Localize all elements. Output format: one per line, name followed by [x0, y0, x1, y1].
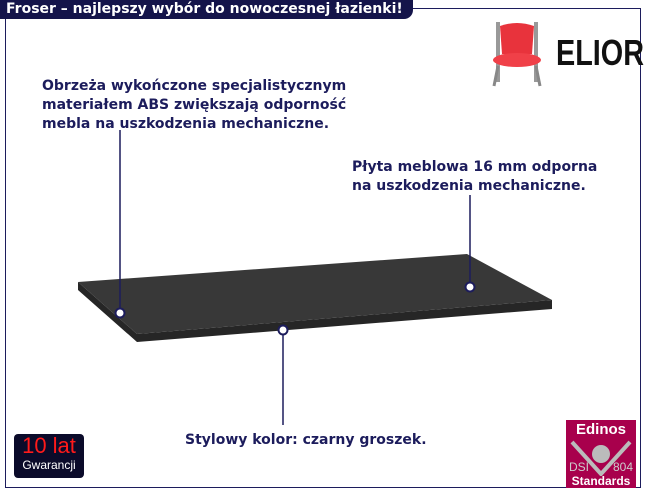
cert-left: DSI: [569, 460, 590, 474]
cert-v-icon: [570, 440, 632, 476]
callout-dot: [114, 307, 126, 319]
brand-name: ELIOR: [556, 32, 645, 73]
chair-logo-icon: [492, 22, 542, 87]
cert-bottom: Standards: [571, 474, 631, 488]
board-top: [78, 254, 552, 334]
callout-board: Płyta meblowa 16 mm odporna na uszkodzen…: [352, 159, 598, 194]
warranty-years: 10 lat: [22, 433, 76, 458]
cert-top: Edinos: [575, 421, 626, 438]
edinos-certificate-badge: Edinos DSI 804 Standards: [566, 420, 636, 488]
callout-dot: [277, 324, 289, 336]
warranty-label: Gwarancji: [22, 458, 76, 472]
board-side: [78, 282, 552, 342]
callout-edges: Obrzeża wykończone specjalistycznym mate…: [42, 78, 347, 132]
callout-dot: [464, 281, 476, 293]
cert-right: 804: [612, 460, 633, 474]
callout-color: Stylowy kolor: czarny groszek.: [185, 432, 427, 448]
page-title: Froser – najlepszy wybór do nowoczesnej …: [0, 0, 413, 19]
warranty-badge: 10 lat Gwarancji: [14, 434, 84, 478]
